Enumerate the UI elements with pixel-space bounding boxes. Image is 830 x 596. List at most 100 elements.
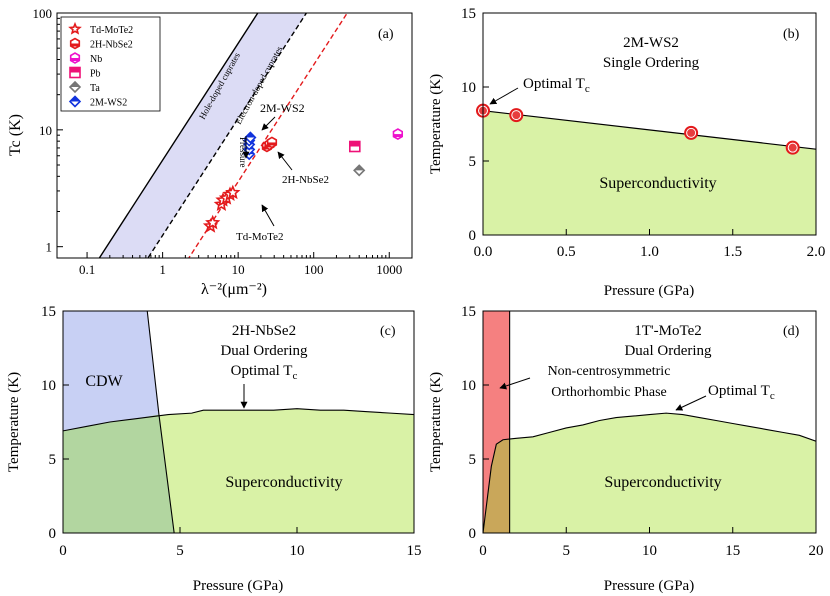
panel-b-xlabel: Pressure (GPa): [604, 283, 694, 299]
panel-d-optimal-arrow: [675, 395, 707, 411]
legend-marker-2: [69, 52, 81, 64]
data-point-ta-0-fill: [354, 165, 365, 171]
legend-entry-label: Nb: [90, 54, 102, 65]
data-point-nb-0: [392, 128, 404, 141]
panel-d-sc-label: Superconductivity: [604, 474, 721, 491]
y-tick-label: 100: [33, 6, 53, 21]
panel-a-ws2-arrow: [261, 116, 276, 131]
panel-c-label: (c): [380, 324, 396, 339]
y-tick-label: 0: [49, 526, 57, 542]
x-tick-label: 1.0: [640, 244, 659, 260]
cdw-boundary-line: [146, 311, 175, 533]
superconducting-region: [483, 110, 816, 235]
panel-d-title-line2: Dual Ordering: [624, 343, 712, 359]
panel-d-phase-label-line2: Orthorhombic Phase: [551, 385, 666, 400]
tc-boundary-line: [483, 412, 816, 533]
data-point-td-mote2-6: [225, 184, 241, 200]
panel-b-region-label: Superconductivity: [599, 175, 716, 192]
hole-doped-line: [98, 13, 259, 258]
legend-marker-1: [69, 37, 81, 50]
data-point-core-2: [687, 128, 696, 137]
overlap-region: [63, 414, 175, 533]
data-point-pb-0-fill: [349, 141, 360, 147]
x-tick-label: 0.1: [79, 262, 95, 277]
panel-b-optimal-arrow: [489, 87, 519, 105]
legend-marker-5-fill: [70, 96, 80, 102]
y-tick-label: 0: [469, 228, 477, 244]
panel-b-optimal-label: Optimal Tc: [523, 76, 590, 95]
x-tick-label: 0.0: [474, 244, 493, 260]
x-tick-label: 1: [159, 262, 166, 277]
y-tick-label: 10: [461, 80, 476, 96]
y-tick-label: 0: [469, 526, 477, 542]
panel-a-nbse2-annotation: 2H-NbSe2: [282, 174, 329, 186]
data-point-2h-nbse2-2-fill: [267, 142, 277, 146]
legend-marker-5: [68, 95, 82, 108]
panel-c-frame: [62, 310, 415, 534]
tc-boundary-line: [482, 110, 817, 150]
y-tick-label: 5: [49, 452, 57, 468]
cuprate-band: [99, 13, 307, 258]
panel-c-xlabel: Pressure (GPa): [193, 578, 283, 594]
y-tick-label: 15: [461, 6, 476, 22]
x-tick-label: 1.5: [723, 244, 742, 260]
panel-a-label: (a): [378, 27, 394, 42]
panel-b-title-line2: Single Ordering: [603, 55, 700, 71]
panel-a-ws2-annotation: 2M-WS2: [260, 101, 305, 115]
overlap-region: [483, 439, 510, 533]
superconducting-region: [483, 413, 816, 533]
x-tick-label: 20: [809, 543, 824, 559]
panel-a-nbse2-arrow: [277, 151, 293, 171]
data-point-pb-0: [349, 140, 361, 153]
x-tick-label: 10: [642, 543, 657, 559]
tc-boundary-line: [63, 408, 414, 432]
legend-entry-label: 2M-WS2: [90, 98, 127, 109]
panel-c-title-line3: Optimal Tc: [231, 363, 298, 382]
y-tick-label: 15: [41, 304, 56, 320]
legend-entry-label: Td-MoTe2: [90, 25, 133, 36]
data-point-2m-ws2-4-fill: [245, 132, 256, 138]
panel-c-ylabel: Temperature (K): [6, 372, 22, 472]
legend-entry-label: Ta: [90, 83, 100, 94]
panel-d-phase-label-line1: Non-centrosymmetric: [548, 364, 671, 379]
data-point-core-3: [788, 143, 797, 152]
panel-d-label: (d): [783, 324, 800, 339]
x-tick-label: 5: [176, 543, 184, 559]
y-tick-label: 5: [469, 452, 477, 468]
data-point-2h-nbse2-2-outline: [266, 136, 278, 149]
y-tick-label: 10: [41, 378, 56, 394]
panel-a-mote2-annotation: Td-MoTe2: [236, 231, 284, 243]
x-tick-label: 100: [304, 262, 324, 277]
legend-marker-4-fill: [70, 82, 80, 87]
data-point-ta-0: [353, 164, 366, 177]
panel-c-sc-label: Superconductivity: [225, 474, 342, 491]
x-tick-label: 15: [407, 543, 422, 559]
data-point-2m-ws2-4: [244, 131, 257, 144]
y-tick-label: 10: [39, 123, 52, 138]
panel-a-mote2-arrow: [261, 204, 275, 227]
x-tick-label: 15: [725, 543, 740, 559]
y-tick-label: 10: [461, 378, 476, 394]
x-tick-label: 2.0: [807, 244, 826, 260]
y-tick-label: 15: [461, 304, 476, 320]
legend-marker-4: [68, 80, 82, 94]
legend-marker-1-fill: [70, 43, 80, 47]
panel-b-title-line1: 2M-WS2: [623, 35, 679, 51]
x-tick-label: 0: [59, 543, 67, 559]
panel-b-ylabel: Temperature (K): [428, 74, 444, 174]
panel-a-xlabel: λ⁻²(μm⁻²): [201, 281, 267, 298]
panel-d-xlabel: Pressure (GPa): [604, 578, 694, 594]
legend-marker-3-fill: [70, 67, 80, 73]
panel-d-optimal-label: Optimal Tc: [708, 383, 775, 402]
panel-c-title-line2: Dual Ordering: [220, 343, 308, 359]
panel-b-label: (b): [783, 27, 800, 42]
panel-c-cdw-label: CDW: [85, 373, 123, 390]
x-tick-label: 0.5: [557, 244, 576, 260]
x-tick-label: 10: [290, 543, 305, 559]
data-point-td-mote2-1: [205, 214, 221, 230]
x-tick-label: 10: [232, 262, 245, 277]
